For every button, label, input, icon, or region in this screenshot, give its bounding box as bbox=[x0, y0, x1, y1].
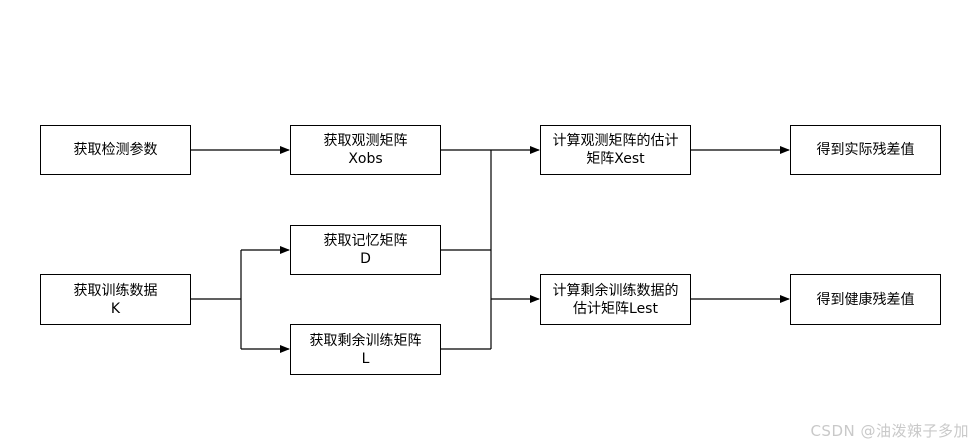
node-get-train-label: 获取训练数据 K bbox=[73, 282, 158, 317]
node-calc-xest-label: 计算观测矩阵的估计 矩阵Xest bbox=[552, 133, 679, 167]
node-get-memory-label: 获取记忆矩阵 D bbox=[323, 233, 408, 267]
node-get-params[interactable]: 获取检测参数 bbox=[40, 125, 191, 175]
node-actual-residual[interactable]: 得到实际残差值 bbox=[790, 125, 941, 175]
node-calc-lest[interactable]: 计算剩余训练数据的 估计矩阵Lest bbox=[540, 274, 691, 325]
node-get-xobs-label: 获取观测矩阵 Xobs bbox=[323, 133, 408, 167]
node-get-remaining[interactable]: 获取剩余训练矩阵 L bbox=[290, 324, 441, 375]
node-health-residual-label: 得到健康残差值 bbox=[816, 291, 915, 308]
node-calc-xest[interactable]: 计算观测矩阵的估计 矩阵Xest bbox=[540, 125, 691, 175]
watermark: CSDN @油泼辣子多加 bbox=[810, 422, 969, 440]
node-calc-lest-label: 计算剩余训练数据的 估计矩阵Lest bbox=[552, 282, 679, 317]
node-actual-residual-label: 得到实际残差值 bbox=[816, 142, 915, 158]
node-health-residual[interactable]: 得到健康残差值 bbox=[790, 274, 941, 325]
node-get-xobs[interactable]: 获取观测矩阵 Xobs bbox=[290, 125, 441, 175]
node-get-memory[interactable]: 获取记忆矩阵 D bbox=[290, 225, 441, 275]
node-get-train[interactable]: 获取训练数据 K bbox=[40, 274, 191, 325]
node-get-remaining-label: 获取剩余训练矩阵 L bbox=[309, 332, 422, 367]
node-get-params-label: 获取检测参数 bbox=[73, 142, 158, 158]
